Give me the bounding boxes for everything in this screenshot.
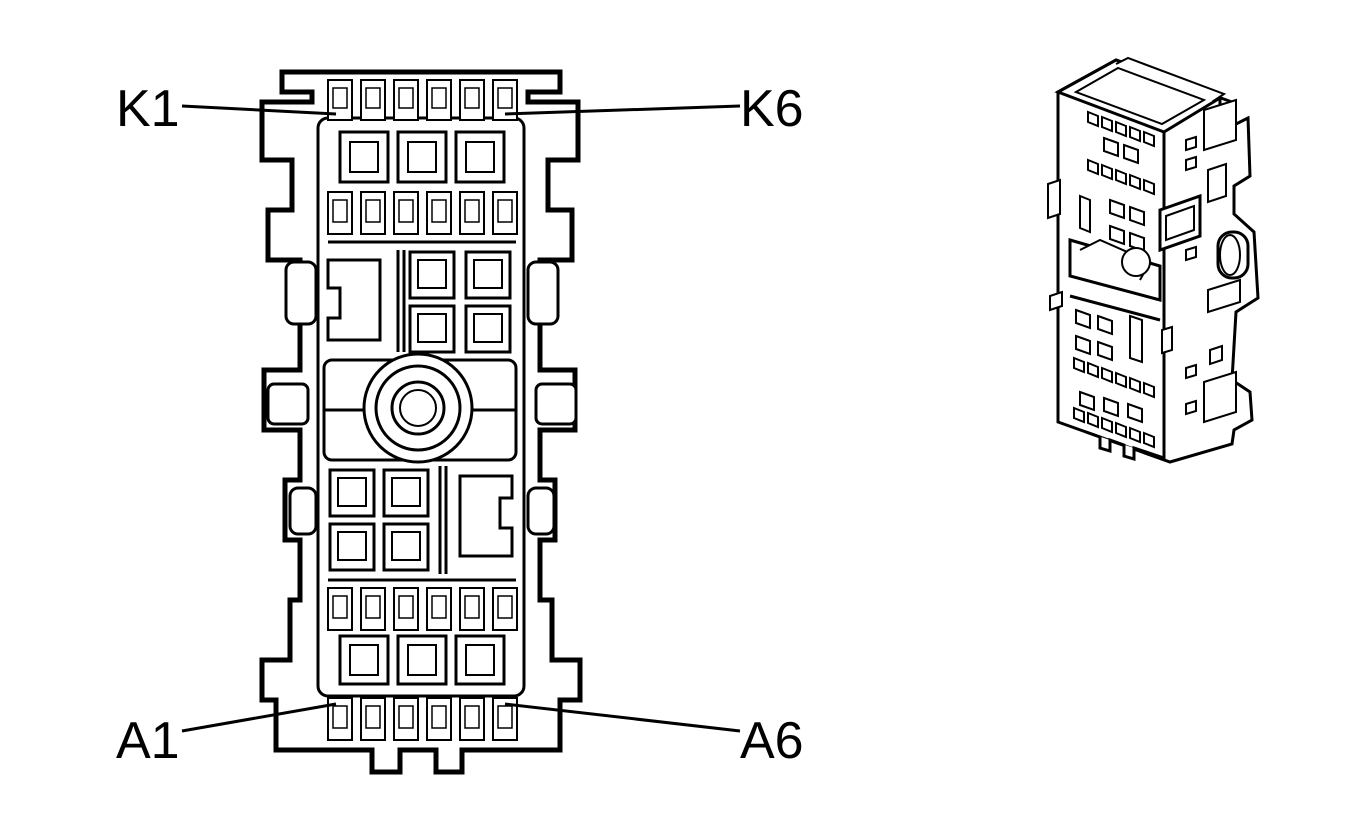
- terminal-row-k: [327, 79, 518, 121]
- terminal-row-large-lower: [338, 634, 506, 686]
- pin-label-k6: K6: [740, 80, 804, 138]
- center-bolt-post: [322, 352, 518, 464]
- left-lug-upper: [284, 260, 318, 326]
- pin-label-a6: A6: [740, 712, 804, 770]
- connector-front-view: K1 K6 A1 A6: [116, 69, 804, 775]
- iso-front-slots: [1073, 110, 1155, 449]
- left-lug-mid: [266, 382, 310, 426]
- leader-a6: [504, 702, 741, 733]
- terminal-row-large-upper: [338, 130, 506, 184]
- leader-k1: [181, 104, 337, 116]
- terminal-block-upper-mid: [408, 250, 512, 354]
- left-lug-lower: [288, 486, 318, 536]
- pin-label-a1: A1: [116, 712, 180, 770]
- iso-bottom-feet: [1085, 430, 1165, 462]
- leader-k6: [504, 104, 741, 116]
- connector-isometric-view: [1047, 56, 1260, 464]
- iso-side-features: [1047, 98, 1250, 424]
- leader-a1: [181, 702, 337, 733]
- right-lug-lower: [526, 486, 556, 536]
- terminal-row-a: [327, 697, 518, 741]
- right-lug-upper: [526, 260, 560, 326]
- terminal-row-lower-small: [327, 587, 518, 631]
- lower-key-slot: [458, 474, 514, 558]
- pin-label-k1: K1: [116, 80, 180, 138]
- terminal-a2: [360, 697, 386, 741]
- upper-key-slot: [326, 258, 382, 342]
- right-lug-mid: [534, 382, 578, 426]
- terminal-block-lower-mid: [328, 468, 430, 572]
- terminal-row-upper-small: [327, 191, 518, 235]
